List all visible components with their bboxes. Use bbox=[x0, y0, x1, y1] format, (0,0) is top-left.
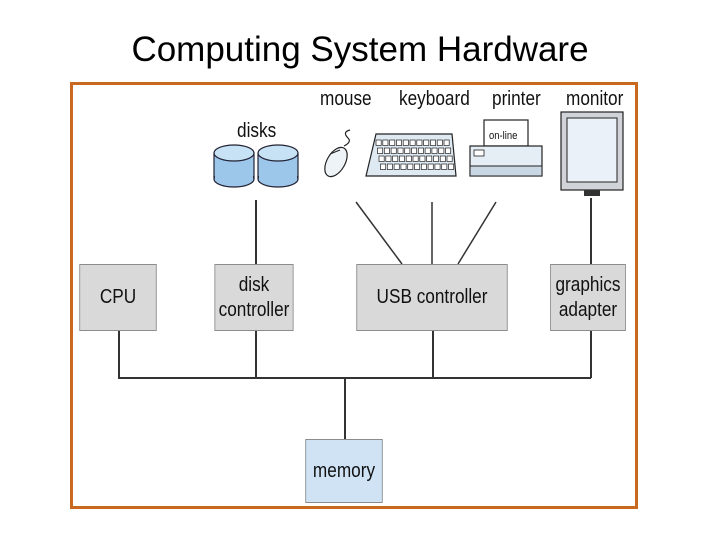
memory-box: memory bbox=[305, 439, 383, 503]
keyboard-key bbox=[392, 155, 399, 162]
keyboard-key bbox=[424, 147, 431, 154]
monitor-label: monitor bbox=[566, 88, 624, 110]
keyboard-key bbox=[407, 163, 414, 170]
cpu-label: CPU bbox=[99, 286, 137, 308]
keyboard-key bbox=[414, 163, 421, 170]
keyboard-key bbox=[427, 163, 434, 170]
printer-panel-label: on-line bbox=[489, 130, 518, 142]
wire-disks-to-controller bbox=[255, 200, 257, 264]
keyboard-key bbox=[430, 139, 436, 146]
graphics-adapter-box: graphics adapter bbox=[550, 264, 626, 331]
keyboard-key bbox=[400, 163, 407, 170]
keyboard-key bbox=[382, 139, 389, 146]
keyboard-key bbox=[393, 163, 400, 170]
disk-cylinder-left bbox=[213, 144, 255, 188]
printer-label: printer bbox=[492, 88, 541, 110]
keyboard-key bbox=[433, 155, 439, 162]
wire-memory-to-bus bbox=[344, 377, 346, 439]
keyboard-key bbox=[443, 139, 450, 146]
disks-icon bbox=[213, 144, 299, 188]
memory-label: memory bbox=[312, 459, 376, 482]
keyboard-key bbox=[397, 147, 404, 154]
printer-icon bbox=[469, 119, 543, 177]
disk-controller-box: disk controller bbox=[214, 264, 294, 331]
keyboard-key bbox=[404, 147, 411, 154]
wire-printer-to-usb bbox=[457, 201, 497, 265]
keyboard-key bbox=[377, 147, 384, 154]
cpu-box: CPU bbox=[79, 264, 157, 331]
usb-device-wires bbox=[355, 201, 497, 265]
keyboard-key bbox=[436, 139, 443, 146]
diagram-frame bbox=[70, 82, 638, 509]
wire-graphics-to-bus bbox=[590, 331, 592, 378]
keyboard-key bbox=[431, 147, 438, 154]
disk-cylinder-right bbox=[257, 144, 299, 188]
keyboard-key bbox=[375, 139, 382, 146]
keyboard-key bbox=[420, 163, 427, 170]
monitor-icon bbox=[560, 111, 624, 196]
disk-controller-label-line1: disk bbox=[238, 273, 270, 296]
keyboard-key bbox=[399, 155, 405, 162]
usb-controller-box: USB controller bbox=[356, 264, 508, 331]
keyboard-key bbox=[445, 147, 452, 154]
system-bus bbox=[118, 377, 591, 379]
keyboard-key bbox=[417, 147, 424, 154]
keyboard-key bbox=[385, 155, 392, 162]
keyboard-key bbox=[390, 147, 397, 154]
keyboard-key bbox=[448, 163, 455, 170]
keyboard-icon bbox=[365, 133, 457, 177]
graphics-adapter-label-line1: graphics bbox=[555, 273, 621, 296]
mouse-label: mouse bbox=[320, 88, 372, 110]
keyboard-key bbox=[386, 163, 393, 170]
page-title: Computing System Hardware bbox=[131, 30, 589, 69]
wire-monitor-to-adapter bbox=[590, 198, 592, 264]
keyboard-key bbox=[402, 139, 409, 146]
keyboard-key bbox=[412, 155, 419, 162]
keyboard-key bbox=[411, 147, 418, 154]
graphics-adapter-label-line2: adapter bbox=[558, 298, 618, 321]
keyboard-key bbox=[378, 155, 385, 162]
wire-usb-controller-to-bus bbox=[432, 331, 434, 378]
keyboard-key bbox=[441, 163, 448, 170]
keyboard-key bbox=[426, 155, 433, 162]
keyboard-label: keyboard bbox=[399, 88, 470, 110]
keyboard-key bbox=[409, 139, 416, 146]
wire-mouse-to-usb bbox=[355, 201, 403, 265]
keyboard-key bbox=[405, 155, 412, 162]
keyboard-key bbox=[423, 139, 430, 146]
keyboard-key bbox=[446, 155, 453, 162]
disks-label: disks bbox=[237, 120, 277, 142]
keyboard-key bbox=[416, 139, 423, 146]
mouse-icon bbox=[324, 129, 351, 178]
wire-cpu-to-bus bbox=[118, 331, 120, 378]
keyboard-key bbox=[439, 155, 446, 162]
usb-controller-label: USB controller bbox=[376, 286, 488, 308]
keyboard-key bbox=[380, 163, 387, 170]
keyboard-key bbox=[438, 147, 445, 154]
wire-disk-controller-to-bus bbox=[255, 331, 257, 378]
keyboard-key bbox=[396, 139, 402, 146]
keyboard-key bbox=[389, 139, 396, 146]
keyboard-key bbox=[419, 155, 426, 162]
disk-controller-label-line2: controller bbox=[218, 298, 290, 321]
keyboard-key bbox=[383, 147, 390, 154]
keyboard-key bbox=[434, 163, 441, 170]
